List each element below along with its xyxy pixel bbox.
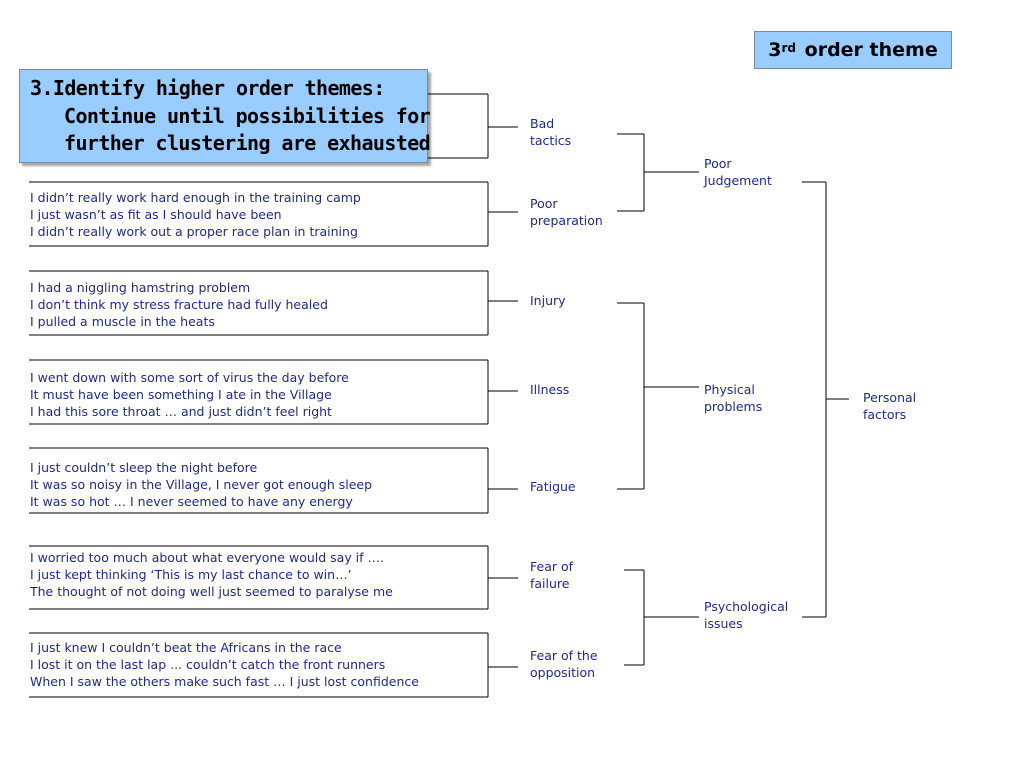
label-line: Bad: [530, 116, 555, 131]
label-line: Illness: [530, 382, 570, 397]
second-order-psychological-issues: Psychological issues: [704, 598, 788, 632]
first-order-illness: Illness: [530, 381, 569, 398]
first-order-fatigue: Fatigue: [530, 478, 576, 495]
order-number: 3: [768, 39, 782, 61]
quote-line: I didn’t really work hard enough in the …: [30, 190, 361, 205]
second-order-physical-problems: Physical problems: [704, 381, 762, 415]
quote-line: I don’t think my stress fracture had ful…: [30, 297, 328, 312]
quote-line: I just couldn’t sleep the night before: [30, 460, 258, 475]
step-line-3: further clustering are exhausted: [64, 131, 431, 155]
first-order-injury: Injury: [530, 292, 566, 309]
quote-group-2: I had a niggling hamstring problem I don…: [30, 279, 328, 330]
quote-group-3: I went down with some sort of virus the …: [30, 369, 349, 420]
quote-group-5: I worried too much about what everyone w…: [30, 549, 393, 600]
first-order-fear-of-opposition: Fear of the opposition: [530, 647, 598, 681]
quote-line: I pulled a muscle in the heats: [30, 314, 215, 329]
label-line: Judgement: [704, 173, 772, 188]
quote-line: I worried too much about what everyone w…: [30, 550, 385, 565]
label-line: preparation: [530, 213, 603, 228]
quote-line: It was so hot … I never seemed to have a…: [30, 494, 353, 509]
label-line: Poor: [704, 156, 732, 171]
first-order-bad-tactics: Bad tactics: [530, 115, 571, 149]
quote-line: I just knew I couldn’t beat the Africans…: [30, 640, 342, 655]
label-line: factors: [863, 407, 907, 422]
label-line: Poor: [530, 196, 558, 211]
step-line-2: Continue until possibilities for: [64, 104, 431, 128]
first-order-fear-of-failure: Fear of failure: [530, 558, 573, 592]
label-line: opposition: [530, 665, 596, 680]
label-line: Injury: [530, 293, 566, 308]
label-line: failure: [530, 576, 570, 591]
label-line: issues: [704, 616, 743, 631]
quote-line: I just kept thinking ‘This is my last ch…: [30, 567, 352, 582]
quote-group-6: I just knew I couldn’t beat the Africans…: [30, 639, 419, 690]
quote-line: I just wasn’t as fit as I should have be…: [30, 207, 282, 222]
quote-line: I lost it on the last lap ... couldn’t c…: [30, 657, 386, 672]
quote-line: It was so noisy in the Village, I never …: [30, 477, 373, 492]
third-order-personal-factors: Personal factors: [863, 389, 916, 423]
quote-group-4: I just couldn’t sleep the night before I…: [30, 459, 372, 510]
quote-line: The thought of not doing well just seeme…: [30, 584, 393, 599]
label-line: Fear of: [530, 559, 574, 574]
label-line: Fear of the: [530, 648, 598, 663]
label-line: Personal: [863, 390, 917, 405]
quote-group-1: I didn’t really work hard enough in the …: [30, 189, 361, 240]
quote-line: I didn’t really work out a proper race p…: [30, 224, 358, 239]
label-line: problems: [704, 399, 763, 414]
label-line: tactics: [530, 133, 572, 148]
first-order-poor-preparation: Poor preparation: [530, 195, 603, 229]
quote-line: I had a niggling hamstring problem: [30, 280, 251, 295]
label-line: Psychological: [704, 599, 789, 614]
label-line: Physical: [704, 382, 755, 397]
second-order-poor-judgement: Poor Judgement: [704, 155, 772, 189]
quote-line: It must have been something I ate in the…: [30, 387, 332, 402]
quote-line: I went down with some sort of virus the …: [30, 370, 349, 385]
label-line: Fatigue: [530, 479, 576, 494]
quote-line: When I saw the others make such fast … I…: [30, 674, 419, 689]
order-suffix: rd: [781, 41, 797, 55]
step-line-1: 3.Identify higher order themes:: [30, 76, 385, 100]
order-text: order theme: [804, 39, 938, 61]
quote-line: I had this sore throat … and just didn’t…: [30, 404, 332, 419]
step-instruction-box: 3.Identify higher order themes: Continue…: [19, 69, 431, 163]
